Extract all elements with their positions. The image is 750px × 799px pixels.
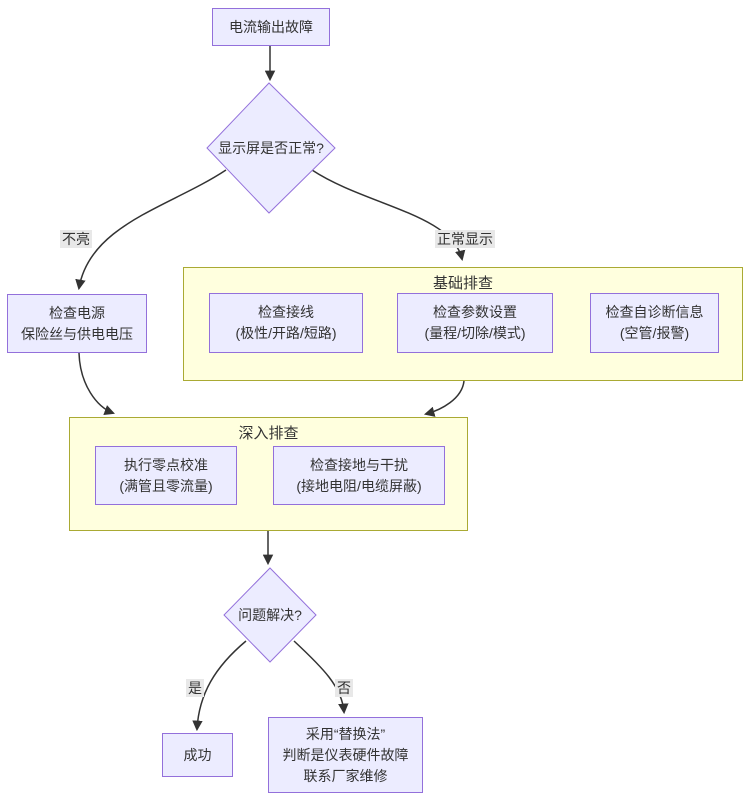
node-text: 判断是仪表硬件故障	[282, 746, 409, 763]
cluster-deep-title: 深入排查	[238, 425, 299, 442]
edge-solved-no-to-replacement	[293, 640, 349, 715]
node-text: (满管且零流量)	[119, 477, 213, 494]
node-text: 检查电源	[49, 304, 105, 321]
node-replacement-method: 采用“替换法” 判断是仪表硬件故障 联系厂家维修	[268, 717, 423, 793]
edge-basic-cluster-to-deep-cluster	[423, 380, 465, 417]
edge-label-no: 否	[335, 679, 353, 697]
edge-label-yes: 是	[186, 679, 204, 697]
edge-solved-yes-to-success	[192, 640, 247, 732]
node-text: 成功	[183, 746, 212, 763]
node-check-self-diagnostics: 检查自诊断信息 (空管/报警)	[590, 293, 719, 353]
decision-display-normal-label: 显示屏是否正常?	[218, 140, 324, 156]
node-text: 保险丝与供电电压	[21, 325, 133, 342]
node-text: 检查自诊断信息	[605, 304, 704, 320]
edge-check-power-to-deep-cluster	[78, 352, 115, 415]
node-text: 执行零点校准	[124, 456, 208, 473]
node-text: 检查接线	[258, 304, 314, 320]
node-text: 检查接地与干扰	[310, 456, 408, 473]
node-text: (空管/报警)	[619, 325, 690, 341]
node-text: 联系厂家维修	[303, 767, 388, 784]
node-check-grounding-interference: 检查接地与干扰 (接地电阻/电缆屏蔽)	[273, 446, 445, 505]
edge-label-normal-display: 正常显示	[435, 230, 495, 248]
node-check-parameter-settings: 检查参数设置 (量程/切除/模式)	[397, 293, 553, 353]
node-current-output-fault: 电流输出故障	[212, 8, 330, 46]
node-text: 采用“替换法”	[305, 725, 386, 742]
node-zero-calibration: 执行零点校准 (满管且零流量)	[95, 446, 237, 505]
cluster-basic-title: 基础排查	[432, 275, 493, 292]
node-check-power: 检查电源 保险丝与供电电压	[7, 294, 147, 353]
node-check-wiring: 检查接线 (极性/开路/短路)	[209, 293, 363, 353]
edge-label-not-lit: 不亮	[60, 230, 92, 248]
node-text: (量程/切除/模式)	[424, 325, 526, 341]
decision-problem-solved-label: 问题解决?	[238, 607, 302, 623]
node-success: 成功	[162, 733, 233, 777]
node-text: 检查参数设置	[433, 304, 517, 320]
node-text: 电流输出故障	[229, 18, 313, 35]
node-text: (极性/开路/短路)	[235, 325, 337, 341]
node-text: (接地电阻/电缆屏蔽)	[296, 477, 422, 494]
